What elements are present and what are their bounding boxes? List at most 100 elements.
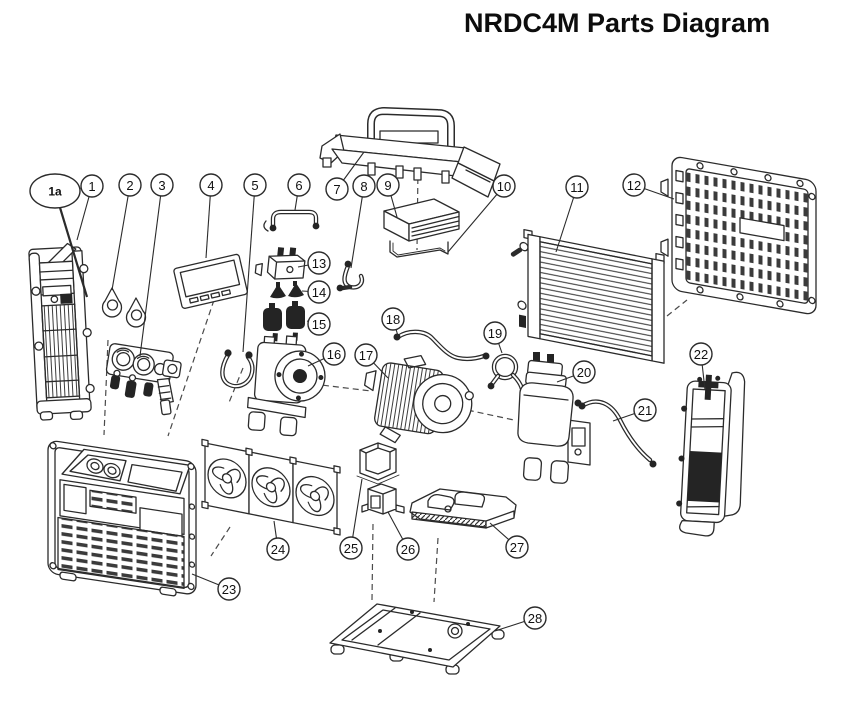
callout-13: 13 — [297, 251, 331, 275]
callout-bubble — [322, 342, 346, 366]
callout-number: 27 — [510, 540, 524, 555]
callout-number: 25 — [344, 541, 358, 556]
callout-11: 11 — [555, 175, 589, 253]
callout-number: 16 — [327, 347, 341, 362]
callout-4: 4 — [199, 173, 223, 259]
callout-bubble — [150, 173, 174, 197]
part-capacitor — [361, 483, 405, 515]
callout-21: 21 — [612, 398, 657, 422]
part-tube — [578, 399, 657, 468]
callout-bubble — [505, 535, 529, 559]
callout-bubble — [217, 577, 241, 601]
callout-number: 17 — [359, 348, 373, 363]
callout-bubble — [689, 342, 713, 366]
callout-bubble — [352, 174, 376, 198]
part-pump-assembly — [246, 332, 326, 437]
callout-6: 6 — [287, 173, 311, 211]
part-front-panel — [47, 440, 197, 597]
part-rear-grille-panel — [660, 156, 817, 315]
callout-bubble — [325, 177, 349, 201]
callout-bubble — [492, 174, 516, 198]
part-bracket — [356, 442, 400, 485]
callout-number: 12 — [627, 178, 641, 193]
callout-number: 20 — [577, 365, 591, 380]
callout-number: 6 — [295, 178, 302, 193]
callout-2: 2 — [111, 173, 142, 291]
callout-25: 25 — [339, 478, 363, 560]
callout-bubble — [376, 173, 400, 197]
callout-bubble — [287, 173, 311, 197]
callout-leader-line — [53, 190, 89, 298]
callout-bubble — [199, 173, 223, 197]
callout-18: 18 — [381, 307, 405, 337]
callout-number: 4 — [207, 178, 214, 193]
page-title: NRDC4M Parts Diagram — [464, 8, 771, 38]
callout-leader-line — [139, 184, 163, 357]
part-fan-motor — [363, 354, 474, 444]
callout-number: 15 — [312, 317, 326, 332]
callout-bubble — [354, 343, 378, 367]
callout-number: 1 — [88, 179, 95, 194]
callout-19: 19 — [483, 321, 507, 354]
callout-10: 10 — [447, 174, 516, 253]
callout-8: 8 — [350, 174, 376, 269]
part-wire-bracket — [389, 240, 449, 258]
callout-20: 20 — [556, 360, 596, 384]
part-compressor — [517, 352, 591, 484]
callout-16: 16 — [307, 342, 346, 367]
callout-15: 15 — [306, 312, 331, 336]
callout-number: 7 — [333, 182, 340, 197]
callout-number: 23 — [222, 582, 236, 597]
callout-22: 22 — [689, 342, 713, 391]
callout-12: 12 — [622, 173, 675, 200]
callout-number: 5 — [251, 178, 258, 193]
callout-bubble — [80, 174, 104, 198]
callout-leader-line — [242, 184, 256, 353]
part-side-coil-panel — [28, 242, 95, 421]
callout-17: 17 — [354, 343, 389, 379]
callout-bubble — [633, 398, 657, 422]
part-couplers — [263, 301, 305, 331]
callout-bubble — [266, 537, 290, 561]
callout-number: 10 — [497, 179, 511, 194]
callout-bubble — [307, 251, 331, 275]
callout-leader-line — [205, 184, 212, 259]
callout-24: 24 — [266, 520, 290, 561]
callout-number: 19 — [488, 326, 502, 341]
callout-3: 3 — [139, 173, 174, 357]
callout-23: 23 — [191, 573, 241, 601]
callout-5: 5 — [242, 173, 267, 353]
callout-7: 7 — [325, 151, 365, 201]
part-hose-s — [336, 260, 365, 292]
callout-number: 18 — [386, 312, 400, 327]
callout-number: 11 — [570, 180, 584, 195]
callout-number: 21 — [638, 403, 652, 418]
callout-bubble — [381, 307, 405, 331]
part-valve-manifold — [105, 343, 182, 416]
callout-bubble — [307, 280, 331, 304]
callout-bubble — [118, 173, 142, 197]
callout-1: 1 — [76, 174, 104, 241]
callout-number: 22 — [694, 347, 708, 362]
callout-number: 14 — [312, 285, 326, 300]
callout-number: 13 — [312, 256, 326, 271]
callout-9: 9 — [376, 173, 400, 218]
callout-bubble — [29, 173, 81, 209]
callout-leader-line — [447, 185, 505, 253]
callout-number: 9 — [384, 178, 391, 193]
callout-bubble — [483, 321, 507, 345]
callout-bubble — [396, 537, 420, 561]
callout-number: 3 — [158, 178, 165, 193]
callout-bubble — [307, 312, 331, 336]
part-fan-tray — [201, 438, 341, 536]
callout-leader-line — [111, 184, 131, 291]
callout-number: 28 — [528, 611, 542, 626]
callout-bubble — [565, 175, 589, 199]
callout-1a: 1a — [29, 173, 89, 298]
part-base-pan — [329, 603, 505, 675]
callout-bubble — [243, 173, 267, 197]
part-tube-bracket — [263, 209, 320, 232]
callout-14: 14 — [301, 280, 331, 304]
